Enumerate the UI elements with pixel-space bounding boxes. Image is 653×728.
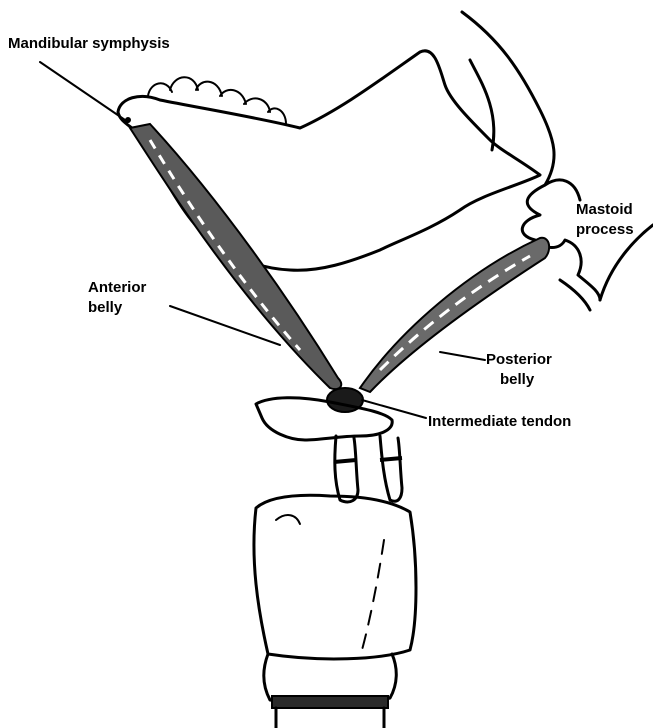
hyoid-bone	[256, 398, 392, 440]
mandibular-symphysis-label: Mandibular symphysis	[8, 34, 170, 54]
thyroid-cartilage	[254, 495, 416, 659]
posterior-belly-label-line1: Posterior	[486, 350, 552, 370]
thyrohyoid-ligament-left	[335, 436, 358, 502]
posterior-belly-label: Posterior belly	[486, 350, 552, 390]
intermediate-tendon-pointer	[362, 400, 426, 418]
thyroid-notch	[276, 515, 300, 524]
mastoid-process-label-line1: Mastoid	[576, 200, 634, 220]
skull-inner-contour	[470, 60, 494, 150]
mastoid-process-label: Mastoid process	[576, 200, 634, 240]
thyroid-lamina-line	[362, 540, 384, 650]
intermediate-tendon-label: Intermediate tendon	[428, 412, 571, 432]
posterior-belly-pointer	[440, 352, 485, 360]
posterior-belly-label-line2: belly	[486, 370, 552, 390]
ligament-band-left	[334, 460, 356, 462]
mastoid-process-lower	[560, 280, 590, 310]
trachea	[276, 708, 384, 728]
ligament-band-right	[380, 458, 402, 460]
trachea-ring	[272, 696, 388, 708]
mastoid-process-label-line2: process	[576, 220, 634, 240]
thyrohyoid-ligament-right	[380, 436, 402, 501]
mandibular-symphysis-pointer	[40, 62, 128, 122]
anterior-belly-label-line2: belly	[88, 298, 146, 318]
anterior-belly-muscle	[130, 124, 341, 389]
mandibular-symphysis-dot	[125, 117, 131, 123]
skull-outline	[462, 12, 653, 300]
anterior-belly-label: Anterior belly	[88, 278, 146, 318]
anterior-belly-label-line1: Anterior	[88, 278, 146, 298]
